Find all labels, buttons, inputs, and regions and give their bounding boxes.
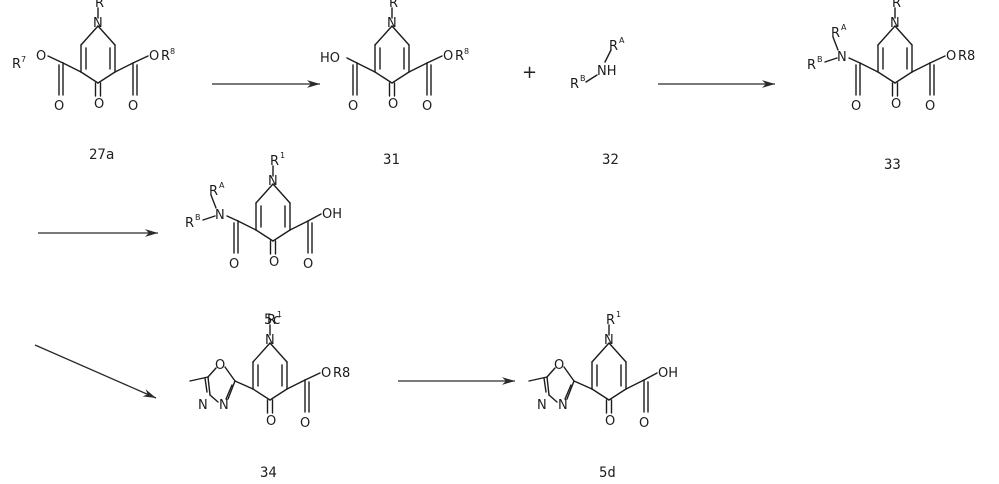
svg-text:R: R [185, 216, 194, 231]
svg-text:1: 1 [902, 0, 907, 2]
svg-text:O: O [321, 366, 331, 381]
svg-text:R: R [455, 49, 464, 64]
svg-text:R: R [209, 184, 218, 199]
svg-text:O: O [128, 99, 138, 114]
svg-text:NH: NH [597, 64, 617, 79]
compound-label-34: 34 [260, 465, 277, 481]
svg-text:B: B [817, 55, 823, 64]
svg-text:N: N [537, 398, 547, 413]
svg-text:1: 1 [105, 0, 110, 2]
svg-text:A: A [219, 181, 225, 190]
svg-text:N: N [558, 398, 568, 413]
svg-text:R: R [267, 313, 276, 328]
svg-text:N: N [837, 50, 847, 65]
svg-text:O: O [54, 99, 64, 114]
svg-text:R: R [270, 154, 279, 169]
svg-text:A: A [619, 36, 625, 45]
svg-text:N: N [890, 16, 900, 31]
svg-text:O: O [388, 97, 398, 112]
plus-sign: + [522, 62, 537, 83]
svg-text:O: O [229, 257, 239, 272]
svg-text:N: N [387, 16, 397, 31]
svg-text:R: R [609, 39, 618, 54]
svg-text:HO: HO [320, 51, 340, 66]
svg-text:O: O [348, 99, 358, 114]
compound-5c: N O R 1 O OH O N R A R B [185, 151, 342, 272]
svg-text:7: 7 [21, 55, 26, 64]
compound-label-31: 31 [383, 152, 400, 168]
svg-text:R: R [12, 57, 21, 72]
svg-text:R: R [807, 58, 816, 73]
svg-text:1: 1 [277, 310, 282, 319]
svg-text:N: N [268, 174, 278, 189]
svg-text:1: 1 [399, 0, 404, 2]
svg-text:O: O [149, 49, 159, 64]
svg-text:N: N [265, 333, 275, 348]
svg-text:N: N [219, 398, 229, 413]
svg-text:O: O [215, 358, 225, 373]
svg-text:1: 1 [280, 151, 285, 160]
svg-text:O: O [36, 49, 46, 64]
svg-text:N: N [93, 16, 103, 31]
compound-label-27a: 27a [89, 147, 114, 163]
svg-text:O: O [639, 416, 649, 431]
reaction-arrow-4 [35, 345, 156, 398]
svg-text:N: N [604, 333, 614, 348]
svg-text:B: B [195, 213, 201, 222]
svg-text:B: B [580, 74, 586, 83]
svg-text:O: O [946, 49, 956, 64]
compound-34: N O R 1 O O R8 O N N [190, 310, 350, 431]
svg-text:O: O [605, 414, 615, 429]
compound-33: N O R 1 O O R8 O N R A R B [807, 0, 975, 114]
svg-text:N: N [198, 398, 208, 413]
svg-text:R: R [95, 0, 104, 11]
svg-text:R: R [161, 49, 170, 64]
svg-text:O: O [303, 257, 313, 272]
svg-text:O: O [269, 255, 279, 270]
compound-label-5d: 5d [599, 465, 616, 481]
compound-32: NH R A R B [570, 36, 625, 92]
svg-text:A: A [841, 23, 847, 32]
svg-text:R8: R8 [958, 49, 975, 64]
svg-text:8: 8 [170, 47, 175, 56]
svg-text:1: 1 [616, 310, 621, 319]
svg-text:O: O [443, 49, 453, 64]
svg-text:O: O [554, 358, 564, 373]
compound-31: N O R 1 O O R 8 O HO [320, 0, 469, 114]
svg-text:R: R [892, 0, 901, 11]
svg-text:R: R [570, 77, 579, 92]
svg-text:O: O [300, 416, 310, 431]
svg-text:OH: OH [322, 207, 342, 222]
svg-text:O: O [851, 99, 861, 114]
svg-text:OH: OH [658, 366, 678, 381]
svg-text:O: O [94, 97, 104, 112]
svg-text:O: O [266, 414, 276, 429]
svg-text:R: R [831, 26, 840, 41]
svg-text:R8: R8 [333, 366, 350, 381]
compound-label-33: 33 [884, 157, 901, 173]
svg-text:O: O [422, 99, 432, 114]
svg-text:N: N [215, 208, 225, 223]
svg-text:O: O [925, 99, 935, 114]
svg-text:R: R [606, 313, 615, 328]
compound-27a: N O R 1 O O R 8 O O R 7 [12, 0, 175, 114]
svg-text:R: R [389, 0, 398, 11]
compound-label-32: 32 [602, 152, 619, 168]
svg-text:O: O [891, 97, 901, 112]
compound-5d: N O R 1 O OH O N N [529, 310, 678, 431]
svg-text:8: 8 [464, 47, 469, 56]
